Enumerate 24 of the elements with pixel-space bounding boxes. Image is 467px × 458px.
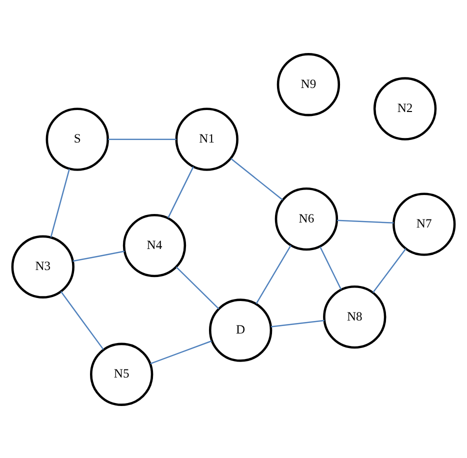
node-circle: N1 xyxy=(175,107,238,170)
node-circle: N6 xyxy=(274,186,338,250)
connector xyxy=(320,246,342,290)
node-circle: N4 xyxy=(122,213,186,277)
connector xyxy=(50,168,70,238)
connector xyxy=(72,250,125,262)
connector xyxy=(270,319,324,327)
connector xyxy=(256,244,292,304)
connector xyxy=(168,166,194,218)
node-circle: D xyxy=(208,298,272,362)
connector xyxy=(60,290,104,350)
node-circle: N7 xyxy=(392,192,456,256)
connector xyxy=(176,266,220,309)
connector xyxy=(108,138,176,140)
node-circle: N8 xyxy=(323,284,386,348)
node-circle: N9 xyxy=(276,52,340,116)
connector xyxy=(230,158,283,200)
node-circle: S xyxy=(46,107,109,170)
connector xyxy=(372,248,406,292)
node-circle: N3 xyxy=(11,234,74,298)
node-circle: N2 xyxy=(373,76,437,140)
connector xyxy=(337,219,394,224)
connector xyxy=(150,340,212,364)
node-circle: N5 xyxy=(90,342,154,406)
